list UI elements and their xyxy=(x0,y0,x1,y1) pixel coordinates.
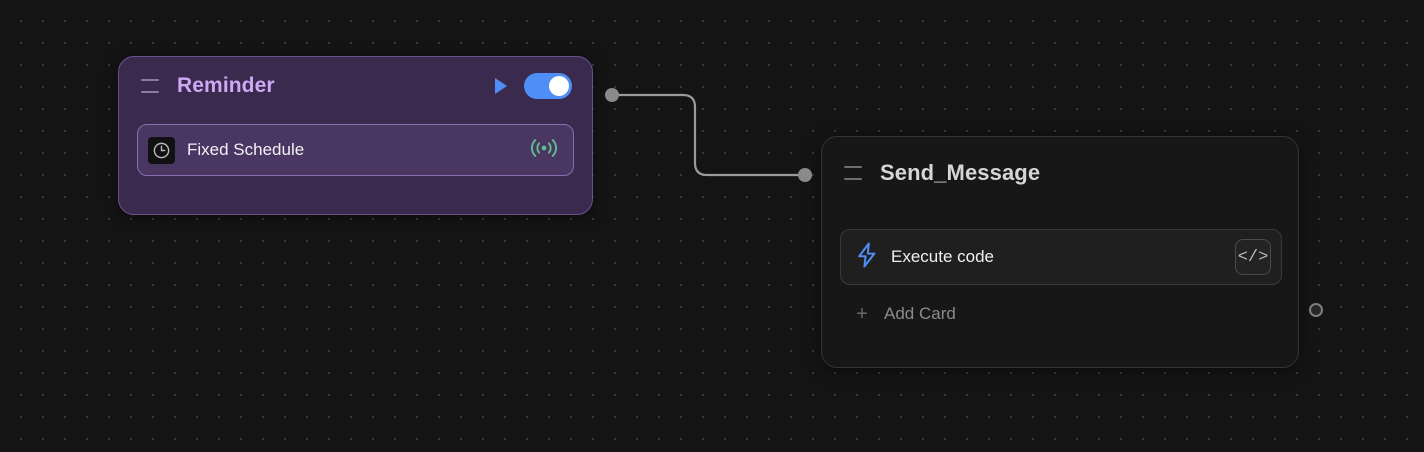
send-message-input-port[interactable] xyxy=(798,168,812,182)
card-execute-code[interactable]: Execute code </> xyxy=(840,229,1282,285)
code-icon[interactable]: </> xyxy=(1235,239,1271,275)
toggle-knob xyxy=(549,76,569,96)
node-send-message-title: Send_Message xyxy=(880,160,1041,185)
reminder-output-port[interactable] xyxy=(605,88,619,102)
node-send-message-header[interactable]: Send_Message xyxy=(822,137,1298,209)
send-message-output-port[interactable] xyxy=(1309,303,1323,317)
card-fixed-schedule[interactable]: Fixed Schedule xyxy=(137,124,574,176)
add-card-label: Add Card xyxy=(884,304,956,323)
node-send-message[interactable]: Send_Message Execute code </> + Add Card xyxy=(821,136,1299,368)
code-icon-glyph: </> xyxy=(1237,247,1269,267)
node-reminder-header[interactable]: Reminder xyxy=(119,57,592,115)
card-fixed-schedule-label: Fixed Schedule xyxy=(187,140,305,159)
clock-icon xyxy=(148,136,175,164)
node-reminder[interactable]: Reminder Fixed Schedule xyxy=(118,56,593,215)
play-icon[interactable] xyxy=(490,75,512,97)
broadcast-icon[interactable] xyxy=(529,137,559,164)
lightning-bolt-icon xyxy=(855,242,879,273)
enable-toggle[interactable] xyxy=(524,73,572,99)
edge-reminder-to-send-message xyxy=(617,93,801,177)
add-card-button[interactable]: + Add Card xyxy=(840,299,970,329)
node-reminder-title: Reminder xyxy=(177,74,275,97)
card-execute-code-label: Execute code xyxy=(891,247,995,266)
plus-icon: + xyxy=(856,303,868,325)
drag-handle-icon[interactable] xyxy=(141,79,159,93)
drag-handle-icon[interactable] xyxy=(844,166,862,180)
